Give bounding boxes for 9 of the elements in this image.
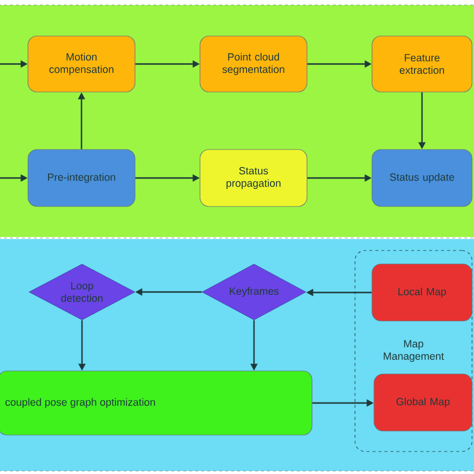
map-box: Local Map bbox=[372, 264, 472, 322]
map-box: Global Map bbox=[374, 374, 472, 432]
process-box: Point cloud segmentation bbox=[200, 36, 308, 92]
process-box: Status propagation bbox=[200, 149, 308, 207]
process-box: Motion compensation bbox=[28, 36, 136, 92]
process-box: Feature extraction bbox=[372, 36, 472, 92]
optimization-box: coupled pose graph optimization bbox=[0, 370, 312, 436]
process-box: Pre-integration bbox=[28, 149, 136, 207]
process-box: Status update bbox=[372, 149, 472, 207]
